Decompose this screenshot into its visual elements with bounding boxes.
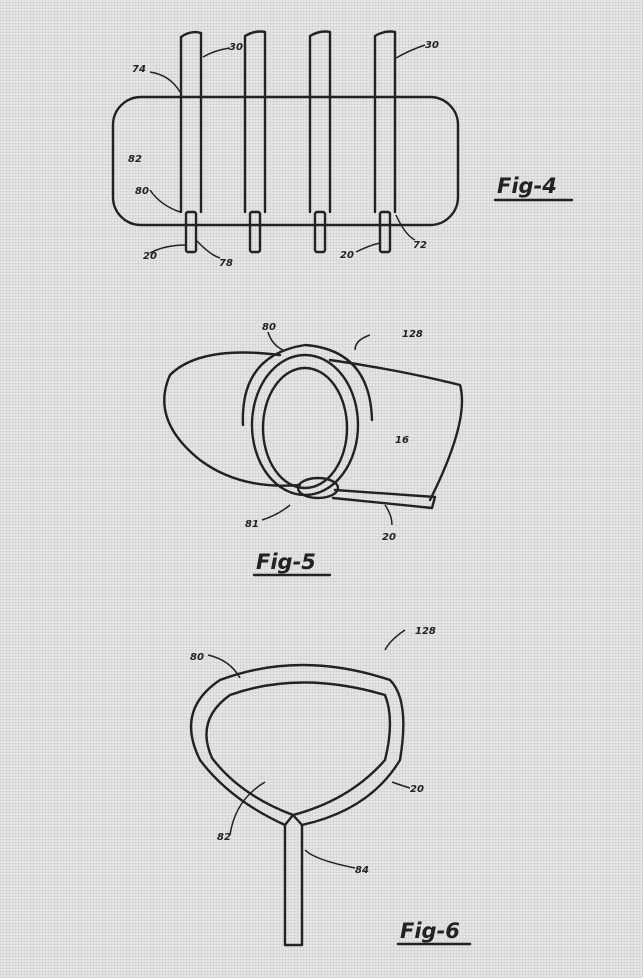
tether-20 xyxy=(331,488,437,510)
ref-label: 16 xyxy=(395,435,409,446)
ref-label: 74 xyxy=(132,64,146,75)
strap-2 xyxy=(243,30,267,254)
ring-inner xyxy=(261,366,349,490)
ref-label: 128 xyxy=(415,626,436,637)
bag-right xyxy=(328,358,464,502)
ref-label: 30 xyxy=(229,42,243,53)
figure-title: Fig-6 xyxy=(400,919,460,943)
cover-80 xyxy=(241,343,374,427)
ref-label: 81 xyxy=(245,519,259,530)
figure-title: Fig-4 xyxy=(497,174,557,198)
ring-outer xyxy=(189,663,405,827)
figure-5: 80 128 16 81 20 Fig-5 xyxy=(163,322,464,577)
figure-title: Fig-5 xyxy=(256,550,316,574)
ref-label: 72 xyxy=(413,240,427,251)
ref-label: 20 xyxy=(340,250,354,261)
seam-81 xyxy=(296,476,340,500)
ref-label: 80 xyxy=(190,652,204,663)
figure-6: 128 80 20 82 84 Fig-6 xyxy=(189,626,472,947)
ref-label: 20 xyxy=(143,251,157,262)
ref-label: 82 xyxy=(128,154,142,165)
ref-label: 20 xyxy=(382,532,396,543)
ring-outer xyxy=(250,353,360,497)
ref-label: 84 xyxy=(355,865,369,876)
strap-3 xyxy=(308,30,332,254)
ref-label: 80 xyxy=(262,322,276,333)
ring-inner xyxy=(205,681,392,817)
ref-label: 78 xyxy=(219,258,233,269)
ref-label: 80 xyxy=(135,186,149,197)
strap-4 xyxy=(373,30,397,254)
ref-label: 128 xyxy=(402,329,423,340)
figure-4: 74 30 30 82 80 20 78 20 72 Fig-4 xyxy=(111,30,574,269)
strap-1 xyxy=(179,30,203,254)
airbag-panel xyxy=(111,95,460,227)
ref-label: 20 xyxy=(410,784,424,795)
bag-left xyxy=(163,351,302,487)
stem-84 xyxy=(283,868,304,947)
ref-label: 82 xyxy=(217,832,231,843)
ref-label: 30 xyxy=(425,40,439,51)
